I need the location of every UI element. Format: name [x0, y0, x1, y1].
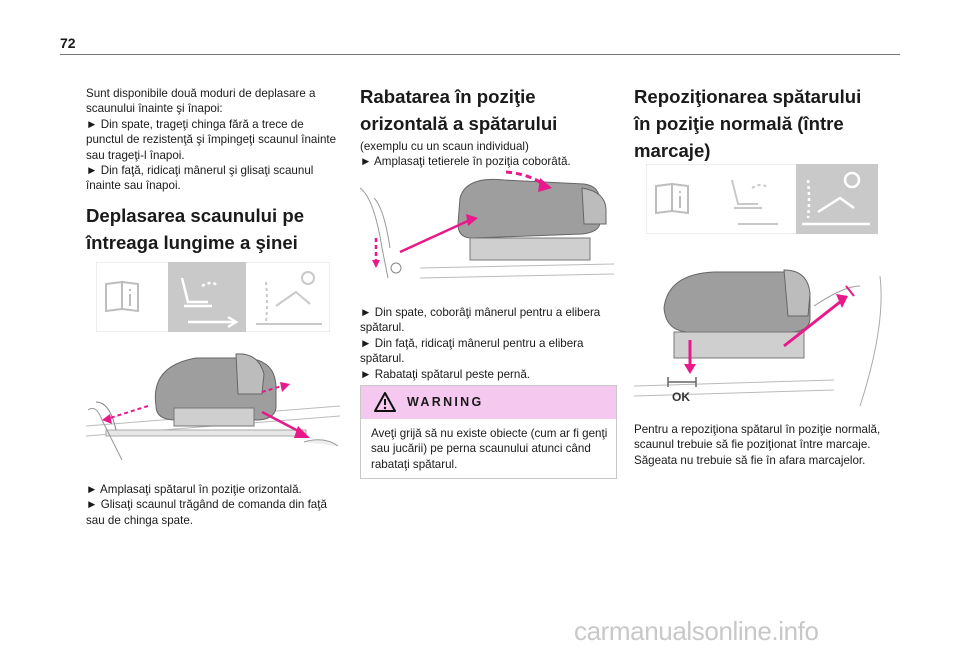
warning-triangle-icon	[374, 392, 396, 412]
text-line: ► Rabataţi spătarul peste pernă.	[360, 367, 531, 381]
header-rule	[60, 54, 900, 55]
seat-fold-icon	[256, 271, 322, 325]
text-line: punctul de rezistenţă şi împingeţi scaun…	[86, 133, 337, 147]
text-line: Aveţi grijă să nu existe obiecte (cum ar…	[371, 427, 608, 440]
text-line: ► Glisaţi scaunul trăgând de comanda din…	[86, 498, 327, 512]
heading-line: orizontală a spătarului	[360, 113, 558, 134]
section-heading: Rabatarea în poziţie orizontală a spătar…	[360, 86, 612, 135]
column-left: Sunt disponibile două moduri de deplasar…	[86, 86, 338, 254]
text-line: ► Din faţă, ridicaţi mânerul şi glisaţi …	[86, 164, 314, 178]
page-number: 72	[60, 35, 76, 51]
ok-label: OK	[672, 390, 690, 404]
manual-book-icon	[655, 182, 689, 215]
column-middle-steps: ► Din spate, coborâţi mânerul pentru a e…	[360, 305, 612, 382]
column-right: Repoziţionarea spătarului în poziţie nor…	[634, 86, 886, 162]
backrest-fold-illustration	[360, 170, 614, 279]
seat-pictogram-strip	[646, 164, 878, 234]
heading-line: Repoziţionarea spătarului	[634, 86, 862, 107]
section-heading: Deplasarea scaunului pe întreaga lungime…	[86, 205, 338, 254]
seat-slide-icon	[731, 179, 778, 225]
warning-header: WARNING	[361, 386, 616, 419]
column-left-steps: ► Amplasaţi spătarul în poziţie orizonta…	[86, 482, 338, 528]
heading-line: întreaga lungime a şinei	[86, 231, 298, 253]
column-middle: Rabatarea în poziţie orizontală a spătar…	[360, 86, 612, 170]
warning-box: WARNING Aveţi grijă să nu existe obiecte…	[360, 385, 617, 479]
body-paragraph: Pentru a repoziţiona spătarul în poziţie…	[634, 422, 886, 468]
text-line: (exemplu cu un scaun individual)	[360, 140, 529, 153]
column-right-body: Pentru a repoziţiona spătarul în poziţie…	[634, 422, 886, 468]
intro-paragraph: (exemplu cu un scaun individual) ► Ampla…	[360, 139, 612, 170]
text-line: ► Amplasaţi spătarul în poziţie orizonta…	[86, 483, 302, 496]
steps-paragraph: ► Amplasaţi spătarul în poziţie orizonta…	[86, 482, 338, 528]
text-line: sau de chinga spate.	[86, 513, 193, 527]
heading-line: marcaje)	[634, 140, 711, 161]
text-line: Sunt disponibile două moduri de deplasar…	[86, 87, 316, 100]
text-line: ► Din faţă, ridicaţi mânerul pentru a el…	[360, 336, 584, 350]
section-heading: Repoziţionarea spătarului în poziţie nor…	[634, 86, 886, 162]
text-line: ► Din spate, trageţi chinga fără a trece…	[86, 117, 304, 131]
text-line: scaunului înainte şi înapoi:	[86, 102, 223, 116]
intro-paragraph: Sunt disponibile două moduri de deplasar…	[86, 86, 338, 194]
backrest-reposition-illustration: OK	[634, 269, 882, 406]
text-line: rabataţi spătarul.	[371, 457, 458, 471]
text-line: ► Din spate, coborâţi mânerul pentru a e…	[360, 306, 601, 319]
text-line: sau jucării) pe perna scaunului atunci c…	[371, 442, 591, 456]
heading-line: în poziţie normală (între	[634, 113, 844, 134]
watermark: carmanualsonline.info	[574, 616, 819, 646]
manual-book-icon	[105, 280, 139, 313]
text-line: ► Amplasaţi tetierele în poziţia coborât…	[360, 155, 571, 169]
text-line: sau trageţi-l înapoi.	[86, 148, 185, 162]
text-line: scaunul trebuie să fie poziţionat între …	[634, 438, 871, 452]
seat-fold-icon	[802, 171, 870, 226]
seat-slide-icon	[180, 277, 239, 329]
steps-paragraph: ► Din spate, coborâţi mânerul pentru a e…	[360, 305, 612, 382]
warning-text: Aveţi grijă să nu existe obiecte (cum ar…	[371, 426, 611, 472]
text-line: înainte sau înapoi.	[86, 179, 181, 193]
text-line: spătarul.	[360, 352, 405, 366]
seat-pictogram-strip	[96, 262, 330, 332]
warning-title: WARNING	[407, 395, 484, 409]
text-line: Pentru a repoziţiona spătarul în poziţie…	[634, 423, 881, 436]
heading-line: Deplasarea scaunului pe	[86, 204, 305, 226]
text-line: spătarul.	[360, 321, 405, 335]
seat-slide-illustration	[86, 353, 340, 461]
heading-line: Rabatarea în poziţie	[360, 86, 536, 107]
text-line: Săgeata nu trebuie să fie în afara marca…	[634, 453, 866, 467]
